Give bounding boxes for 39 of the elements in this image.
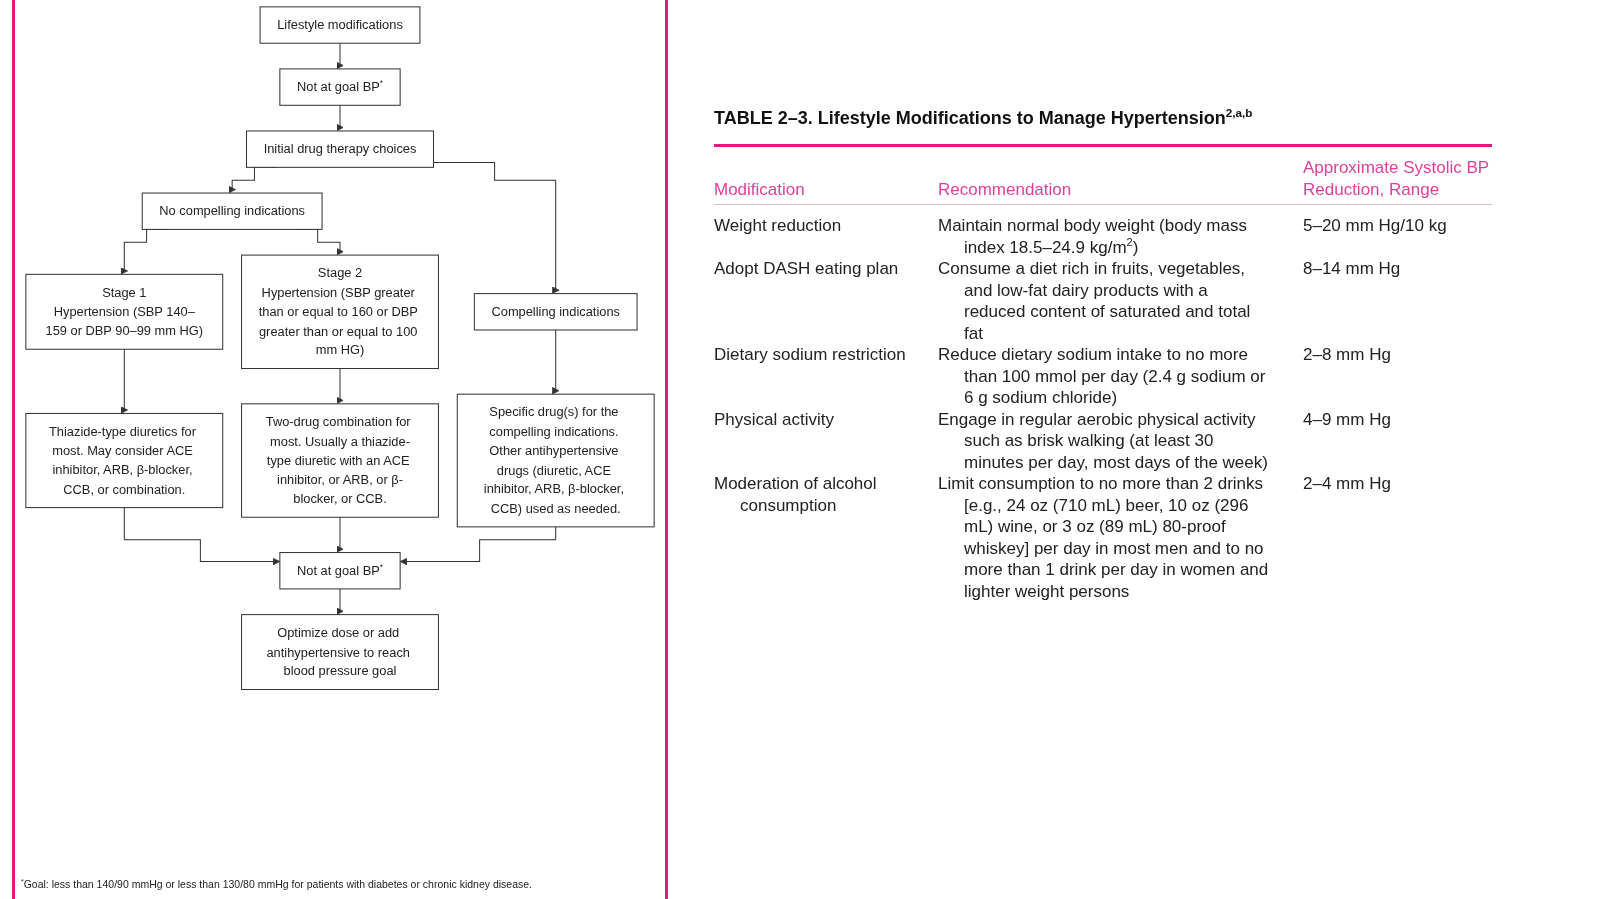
arrow — [120, 348, 129, 414]
node-box: Optimize dose or add antihypertensive to reach blood pressure goal — [241, 614, 439, 691]
modification-name: Adopt DASH eating plan — [714, 258, 900, 280]
recommendation-text: Engage in regular aerobic physical activity such as brisk walking (at least 30 minutes per day, most days of the week) — [938, 408, 1269, 473]
node-box: Not at goal BP$^{*}$ — [279, 552, 401, 590]
recommendation-text: Limit consumption to no more than 2 drinks [e.g., 24 oz (710 mL) beer, 10 oz (296 mL) wine, or 3 oz (89 mL) 80-proof whiskey] per day in most men and to no more than 1 drink per day in women and lighter weight persons — [938, 473, 1270, 602]
modification-name: Physical activity — [714, 408, 835, 431]
bp-reduction-range: 2–8 mm Hg — [1303, 344, 1392, 366]
arrow — [551, 329, 560, 395]
node-box: Thiazide-type diuretics for most. May consider ACE inhibitor, ARB, β-blocker, CCB, or combination. — [25, 412, 224, 509]
table-title: TABLE 2–3. Lifestyle Modifications to Manage Hypertension$^{2,a,b}$ — [714, 108, 1253, 129]
bp-reduction-range: 2–4 mm Hg — [1303, 473, 1392, 495]
column-header: Modification — [714, 178, 805, 200]
node-box: Compelling indications — [473, 293, 638, 331]
modification-name: Dietary sodium restriction — [714, 344, 907, 366]
bp-reduction-range: 5–20 mm Hg/10 kg — [1303, 215, 1448, 237]
node-box: Stage 2 Hypertension (SBP greater than or equal to 160 or DBP greater than or equal to 100 mm HG) — [241, 254, 439, 370]
node-box: Specific drug(s) for the compelling indications. Other antihypertensive drugs (diuretic, ACE inhibitor, ARB, β-blocker, CCB) used as needed. — [456, 393, 655, 528]
arrow — [336, 588, 344, 615]
recommendation-text: Reduce dietary sodium intake to no more than 100 mmol per day (2.4 g sodium or 6 g sodium chloride) — [938, 344, 1267, 409]
arrow — [336, 42, 344, 70]
bp-reduction-range: 4–9 mm Hg — [1303, 408, 1392, 431]
column-header: Approximate Systolic BP Reduction, Range — [1303, 157, 1490, 200]
node-box: Lifestyle modifications — [259, 6, 421, 44]
arrow — [336, 516, 344, 553]
recommendation-text: Consume a diet rich in fruits, vegetables, and low-fat dairy products with a reduced content of saturated and total fat — [938, 258, 1252, 344]
arrow — [336, 368, 344, 405]
recommendation-text: Maintain normal body weight (body mass index 18.5–24.9 kg/m$^{2}$) — [938, 215, 1248, 258]
column-header: Recommendation — [938, 178, 1072, 200]
modification-name: Moderation of alcohol consumption — [714, 473, 878, 517]
footnote: $^{*}$Goal: less than 140/90 mmHg or less than 130/80 mmHg for patients with diabetes or chronic kidney disease. — [21, 878, 532, 890]
node-box: Initial drug therapy choices — [246, 130, 434, 168]
node-box: Two-drug combination for most. Usually a thiazide-type diuretic with an ACE inhibitor, or ARB, or β-blocker, or CCB. — [241, 403, 439, 518]
node-box: Stage 1 Hypertension (SBP 140–159 or DBP 90–99 mm HG) — [25, 273, 224, 350]
node-box: Not at goal BP$^{*}$ — [279, 68, 401, 106]
arrow — [336, 104, 344, 132]
modification-name: Weight reduction — [714, 215, 843, 237]
bp-reduction-range: 8–14 mm Hg — [1303, 258, 1402, 280]
node-box: No compelling indications — [141, 192, 323, 230]
